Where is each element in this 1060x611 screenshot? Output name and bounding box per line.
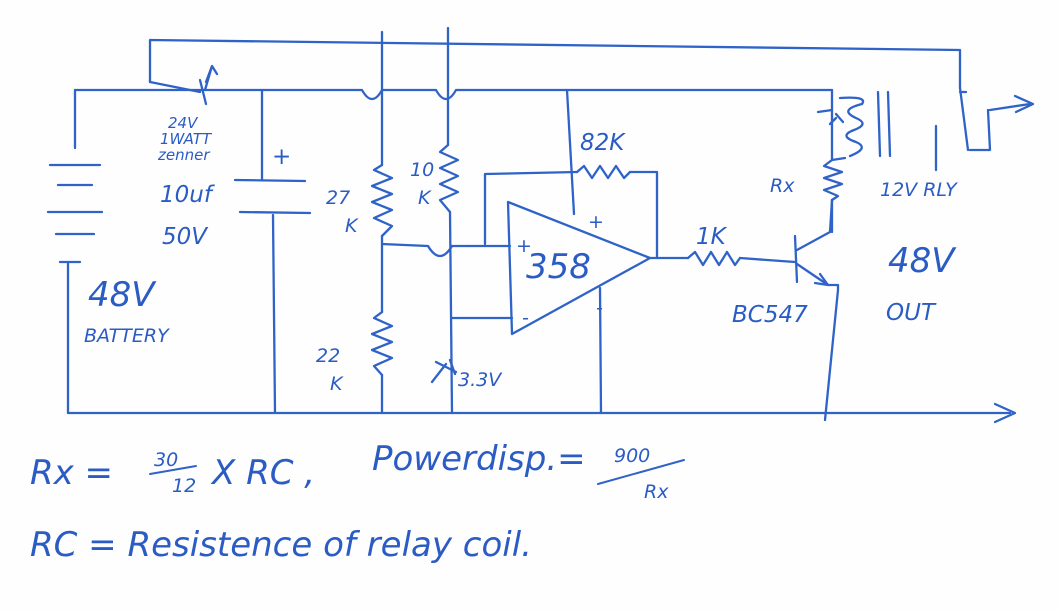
transistor-base bbox=[793, 234, 799, 284]
noninv-input-wire bbox=[380, 242, 470, 258]
label-transistor: BC547 bbox=[732, 302, 808, 328]
resistor-27k bbox=[370, 163, 394, 238]
label-opamp-supply-plus: + bbox=[588, 211, 604, 233]
opamp-gnd-wire bbox=[598, 286, 603, 415]
label-battery-voltage: 48V bbox=[88, 275, 157, 315]
zener-3v3-symbol bbox=[430, 358, 458, 384]
positive-rail-wire bbox=[73, 88, 834, 101]
formula-frac-den: 12 bbox=[172, 475, 196, 497]
resistor-1k bbox=[686, 250, 742, 267]
zener-24v-symbol bbox=[148, 64, 219, 106]
label-out-voltage: 48V bbox=[888, 241, 957, 281]
label-rx: Rx bbox=[770, 175, 795, 197]
battery-symbol bbox=[46, 163, 104, 264]
out-arrow bbox=[1013, 94, 1035, 114]
resistor-22k bbox=[370, 310, 394, 377]
transistor-collector bbox=[795, 198, 834, 252]
label-zener-3v3: 3.3V bbox=[458, 369, 503, 391]
label-cap-voltage: 50V bbox=[162, 224, 209, 250]
ground-arrow bbox=[993, 402, 1017, 424]
feedback-wire bbox=[483, 170, 659, 260]
resistor-10k bbox=[438, 143, 460, 214]
relay-contact bbox=[958, 86, 1032, 152]
label-opamp-supply-minus: - bbox=[596, 297, 603, 319]
opamp-triangle bbox=[506, 200, 652, 336]
label-battery-word: BATTERY bbox=[84, 325, 170, 347]
formula-power-num: 900 bbox=[614, 445, 650, 467]
label-opamp-in-plus: + bbox=[516, 235, 532, 257]
label-r10-value: 10 bbox=[410, 159, 434, 181]
label-zener-watt: 1WATT bbox=[160, 130, 213, 148]
opamp-supply-wire bbox=[565, 88, 576, 216]
formula-rx-left: Rx = bbox=[30, 453, 113, 493]
label-r1k: 1K bbox=[696, 224, 728, 250]
output-wire bbox=[646, 256, 797, 264]
relay-coil-symbol bbox=[828, 90, 892, 158]
label-r82: 82K bbox=[580, 130, 626, 156]
label-r27-value: 27 bbox=[326, 187, 350, 209]
top-rail-wire bbox=[148, 38, 962, 90]
label-r10-unit: K bbox=[418, 187, 432, 209]
formula-rc-definition: RC = Resistence of relay coil. bbox=[30, 525, 532, 565]
label-r22-value: 22 bbox=[316, 345, 340, 367]
formula-frac-num: 30 bbox=[154, 449, 178, 471]
formula-rx-right: X RC , bbox=[210, 453, 315, 493]
label-opamp-in-minus: - bbox=[522, 307, 529, 329]
battery-left-wire bbox=[66, 88, 77, 415]
label-r27-unit: K bbox=[345, 215, 359, 237]
label-relay: 12V RLY bbox=[880, 179, 958, 201]
label-cap-value: 10uf bbox=[160, 182, 215, 208]
transistor-emitter bbox=[795, 262, 840, 422]
divider-wire-b bbox=[446, 26, 454, 415]
cap-wire bbox=[260, 88, 277, 415]
emitter-arrow bbox=[813, 272, 830, 287]
label-zener-word: zenner bbox=[157, 146, 210, 164]
capacitor-symbol bbox=[233, 178, 312, 215]
label-cap-plus: + bbox=[272, 144, 291, 170]
formula-power-den: Rx bbox=[644, 481, 669, 503]
formula-power: Powerdisp.= bbox=[372, 439, 586, 479]
label-opamp-model: 358 bbox=[526, 247, 591, 287]
label-zener-voltage: 24V bbox=[168, 114, 199, 132]
label-out-word: OUT bbox=[886, 300, 937, 326]
resistor-82k bbox=[575, 164, 632, 180]
formula-frac-bar bbox=[149, 465, 197, 475]
resistor-rx bbox=[822, 158, 844, 202]
relay-side-wire bbox=[816, 108, 847, 162]
label-r22-unit: K bbox=[330, 373, 344, 395]
formula-power-bar bbox=[597, 459, 685, 485]
